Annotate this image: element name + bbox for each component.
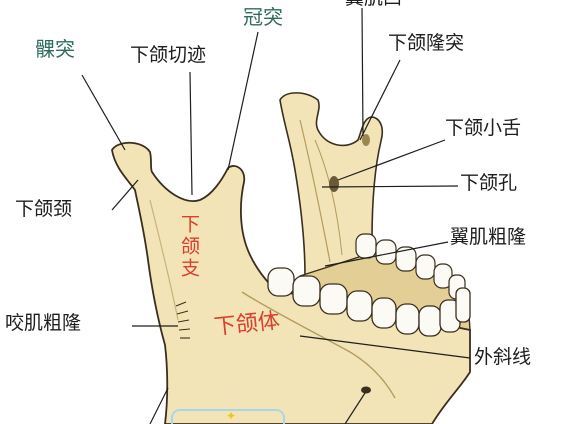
label-ramus: 下颌支 [178,214,200,280]
label-pterygoid-tuberosity: 翼肌粗隆 [450,226,527,248]
label-coronoid-process: 冠突 [243,5,283,29]
external-oblique-ridge [241,291,396,399]
far-ramus-ridge [299,119,331,263]
star-icon: ✦ [226,409,236,423]
mandibular-foramen-mark [329,176,339,192]
near-teeth [267,267,471,337]
bottom-frame [171,409,285,424]
label-mandibular-torus: 下颌隆突 [388,32,465,54]
far-ramus-ridge-2 [314,139,343,256]
label-top-cut: 翼肌凹 [345,0,402,9]
label-masseteric-tuberosity: 咬肌粗隆 [5,312,82,334]
label-external-oblique-line: 外斜线 [474,346,532,368]
label-mandibular-notch: 下颌切迹 [130,44,207,66]
near-bone [111,141,471,424]
label-lingula: 下颌小舌 [445,117,522,139]
far-teeth [355,233,466,300]
mental-foramen-mark [361,386,371,394]
ramus-shading [149,199,179,321]
pterygoid-fovea-mark [362,134,370,146]
label-mandibular-neck: 下颌颈 [15,198,73,220]
label-condylar-process: 髁突 [35,37,75,61]
label-mandibular-foramen: 下颌孔 [460,172,518,194]
masseteric-tuberosity-hatch [175,301,191,339]
leader-lines [81,7,471,424]
